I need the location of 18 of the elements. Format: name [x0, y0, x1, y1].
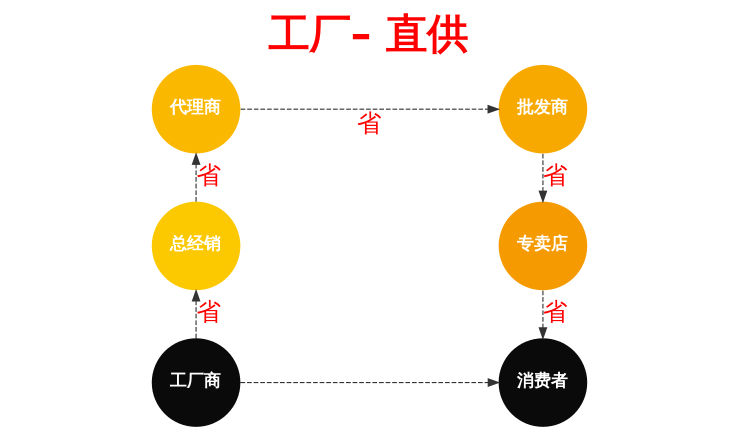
node-circle: 工厂商	[152, 338, 240, 427]
edge-label: 省	[357, 108, 382, 138]
node-circle: 代理商	[152, 64, 240, 154]
node-circle: 专卖店	[498, 202, 588, 290]
arrow	[538, 154, 548, 204]
node-circle: 总经销	[152, 202, 240, 290]
arrow	[538, 290, 548, 340]
edge-label: 省	[196, 160, 222, 190]
edge-label: 省	[543, 297, 568, 326]
arrow	[240, 104, 500, 114]
arrow	[192, 288, 200, 338]
node-circle: 消费者	[498, 338, 588, 427]
arrow	[240, 378, 500, 387]
edge-label: 省	[196, 297, 222, 326]
diagram-title: 工厂– 直供	[268, 10, 468, 58]
edge-label: 省	[543, 160, 568, 190]
arrow	[192, 152, 200, 202]
node-circle: 批发商	[498, 64, 588, 154]
